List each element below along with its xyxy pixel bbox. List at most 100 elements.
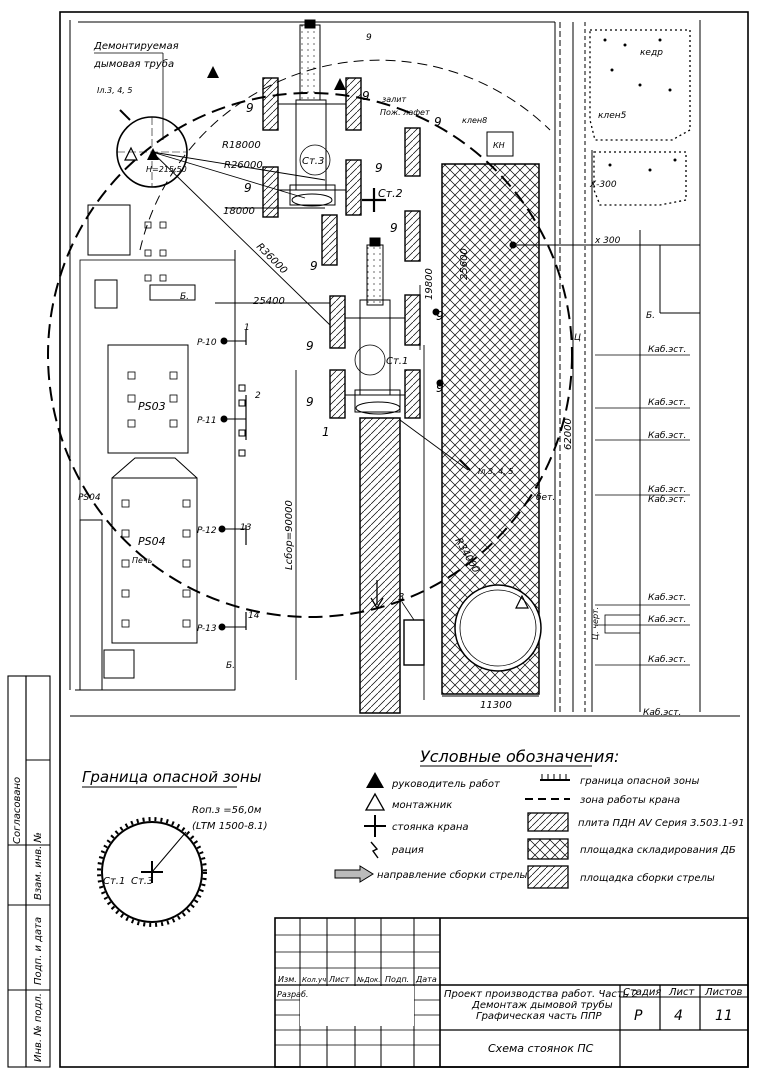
- label-section-top: Iл.3, 4, 5: [97, 86, 132, 95]
- danger-st3: Ст.3: [131, 876, 153, 887]
- label-axis-13: 13: [240, 523, 252, 533]
- label-ts: Ц: [574, 333, 581, 343]
- crane-station-cross: [364, 815, 386, 837]
- title-block-text: Изм. Кол.уч. Лист №Док. Подп. Дата Разра…: [277, 975, 742, 1055]
- label-kedr: кедр: [640, 48, 663, 58]
- label-3: 3: [398, 592, 404, 603]
- tb-sheet: 4: [674, 1008, 683, 1024]
- danger-boundary-sym: [540, 774, 570, 781]
- stamp-vzam: Взам. инв. №: [33, 832, 44, 900]
- label-crane-st1: Ст.1: [386, 356, 408, 367]
- plate-label: 9: [306, 395, 314, 409]
- dim-11300: 11300: [480, 700, 512, 711]
- label-p12: P-12: [197, 526, 217, 536]
- cable-label: Каб.эст.: [648, 398, 686, 408]
- tb-razrab: Разраб.: [277, 990, 308, 999]
- label-b-left: Б.: [226, 661, 235, 671]
- tb-col-list: Лист: [328, 975, 350, 984]
- plate-label: 9: [246, 101, 254, 115]
- label-axis-2: 2: [255, 391, 261, 401]
- plate-label: 9: [244, 181, 252, 195]
- tb-project-1: Проект производства работ. Часть 2: [444, 988, 638, 1000]
- tb-drawing-name: Схема стоянок ПС: [488, 1042, 594, 1055]
- dim-18000: 18000: [223, 206, 255, 217]
- cable-label: Каб.эст.: [648, 593, 686, 603]
- label-pozh: Пож. лафет: [380, 108, 430, 117]
- crane-station-3: [278, 19, 346, 207]
- stamp-podp: Подп. и дата: [33, 917, 44, 985]
- boom-assembly-area: [359, 417, 401, 714]
- danger-radius-label: Rоп.з =56,0м: [192, 805, 262, 816]
- legend-item: площадка складирования ДБ: [580, 845, 736, 856]
- radio-icon: [370, 841, 379, 859]
- dim-25600: 25600: [459, 248, 470, 280]
- plate-labels: 9 9 9 9 9 9 9 9 9 9 9 1 9: [244, 33, 444, 439]
- plate-label: 9: [390, 221, 398, 235]
- storage-sym: [527, 838, 569, 860]
- leader-marker: [366, 772, 384, 788]
- label-cl: Ц. черт.: [591, 607, 600, 640]
- plate-label: 1: [322, 425, 330, 439]
- plate-sym: [527, 812, 569, 832]
- plate-label: 9: [310, 259, 318, 273]
- dim-25400: 25400: [253, 296, 285, 307]
- label-axis-1: 1: [244, 323, 250, 333]
- cable-label: Каб.эст.: [648, 431, 686, 441]
- plate-label: 9: [436, 381, 444, 395]
- assembly-sym: [527, 865, 569, 889]
- stamp-inv: Инв. № подл.: [33, 993, 44, 1062]
- label-kn: КН: [493, 141, 505, 150]
- legend-item: плита ПДН AV Серия 3.503.1-91: [578, 818, 745, 829]
- legend-item: площадка сборки стрелы: [580, 872, 715, 884]
- installer-marker: [515, 594, 529, 609]
- label-b-mid: Б.: [180, 292, 189, 302]
- label-section-mid: Iл.3, 4, 5: [478, 467, 513, 476]
- plate-label: 9: [375, 161, 383, 175]
- plate-label: 9: [366, 33, 372, 43]
- cable-label: Каб.эст.: [648, 345, 686, 355]
- tb-stage: Р: [634, 1008, 643, 1024]
- label-ps03: PS03: [138, 400, 166, 413]
- label-chimney-2: дымовая труба: [93, 58, 174, 70]
- tb-col-date: Дата: [415, 975, 437, 984]
- tb-project-3: Графическая часть ППР: [476, 1011, 602, 1022]
- tb-col-izm: Изм.: [278, 975, 297, 984]
- leader-marker: [207, 66, 219, 78]
- danger-zone-circle: [97, 817, 207, 927]
- legend-item: рация: [391, 845, 424, 856]
- label-crane-st3: Ст.3: [302, 156, 324, 167]
- tb-sheets-h: Листов: [704, 987, 742, 998]
- label-crane-st2: Ст.2: [378, 187, 403, 200]
- tb-col-kol: Кол.уч.: [302, 976, 328, 984]
- site-plan: кедр клен5 Х-300 х 300 Каб.эст. Каб.эст.…: [47, 19, 740, 718]
- legend-item: граница опасной зоны: [580, 776, 699, 787]
- tb-stage-h: Стадия: [623, 987, 661, 998]
- dim-r18000: R18000: [222, 140, 261, 151]
- label-elev: H=215,50: [146, 165, 187, 174]
- legend-item: монтажник: [392, 800, 452, 811]
- installer-marker: [124, 146, 138, 161]
- dim-19800: 19800: [424, 268, 435, 300]
- dim-62000: 62000: [563, 418, 574, 450]
- cable-labels: Каб.эст. Каб.эст. Каб.эст. Каб.эст. Каб.…: [643, 345, 686, 718]
- label-p11: P-11: [197, 416, 217, 426]
- label-ps04: PS04: [138, 535, 166, 548]
- label-bet: бет.: [536, 493, 555, 503]
- plate-label: 9: [434, 115, 442, 129]
- label-x300: Х-300: [589, 180, 617, 190]
- crane-station-1: [345, 237, 405, 415]
- plate-label: 9: [436, 309, 444, 323]
- plate-label: 9: [306, 339, 314, 353]
- label-p13: P-13: [197, 624, 217, 634]
- plate-label: 9: [362, 89, 370, 103]
- label-axis-14: 14: [248, 611, 260, 621]
- danger-crane-label: (LTM 1500-8.1): [192, 821, 268, 832]
- cable-label: Каб.эст.: [648, 485, 686, 495]
- legend-item: руководитель работ: [391, 778, 501, 790]
- tb-col-podp: Подп.: [385, 975, 409, 984]
- label-x300b: х 300: [594, 236, 621, 246]
- label-b-right: Б.: [646, 311, 655, 321]
- cable-label: Каб.эст.: [648, 615, 686, 625]
- stamp-soglasovano: Согласовано: [12, 777, 23, 844]
